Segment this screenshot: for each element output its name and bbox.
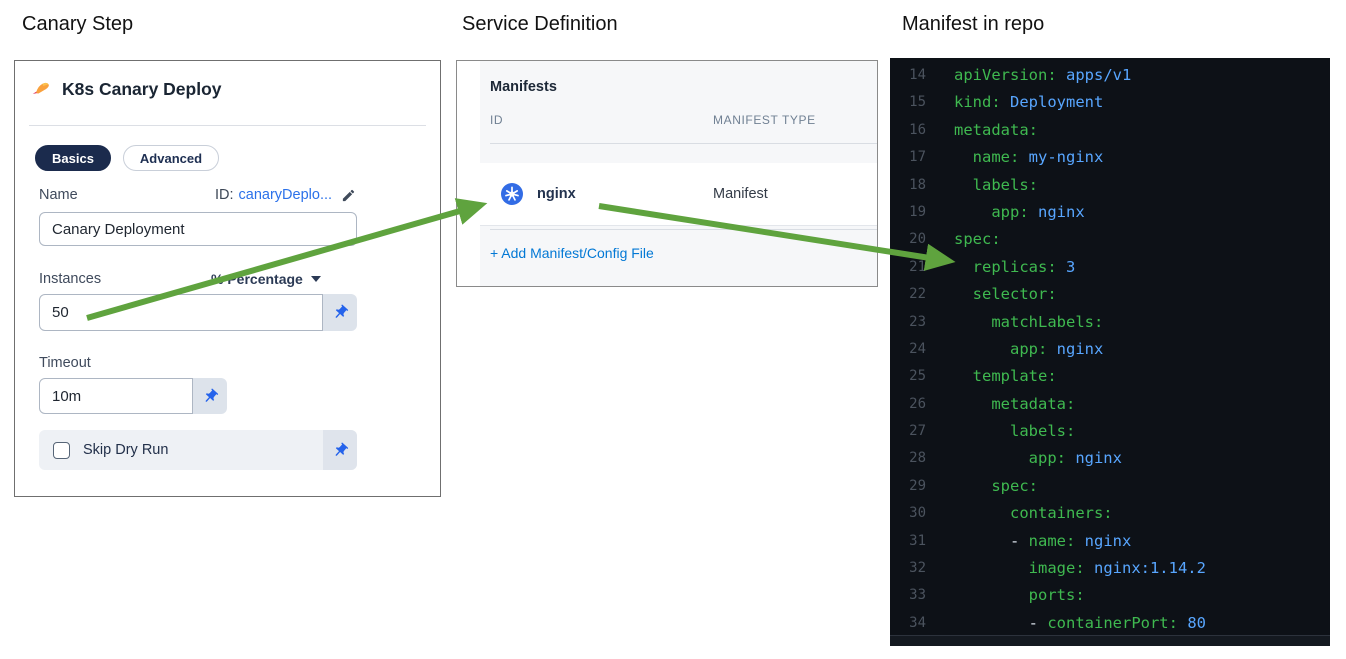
- line-number: 34: [909, 614, 926, 631]
- canary-bird-icon: [31, 79, 52, 100]
- divider: [29, 125, 426, 126]
- line-number: 28: [909, 450, 926, 467]
- line-number: 19: [909, 203, 926, 220]
- edit-id-icon[interactable]: [341, 188, 356, 203]
- code-line: 24 app: nginx: [890, 336, 1330, 363]
- manifests-section-title: Manifests: [490, 79, 557, 95]
- line-number: 18: [909, 176, 926, 193]
- line-number: 31: [909, 532, 926, 549]
- instances-input[interactable]: [39, 294, 323, 331]
- code-line: 32 image: nginx:1.14.2: [890, 555, 1330, 582]
- pin-button[interactable]: [193, 378, 227, 414]
- line-number: 23: [909, 313, 926, 330]
- service-definition-panel: Manifests ID MANIFEST TYPE: [456, 60, 878, 287]
- add-manifest-link[interactable]: + Add Manifest/Config File: [490, 245, 654, 261]
- code-line: 25 template:: [890, 363, 1330, 390]
- skip-dry-run-label: Skip Dry Run: [83, 442, 169, 458]
- code-line: 27 labels:: [890, 418, 1330, 445]
- skip-dry-run-checkbox[interactable]: [53, 441, 70, 459]
- divider: [490, 143, 877, 144]
- code-line: 33 ports:: [890, 582, 1330, 609]
- column-header-manifest-type: MANIFEST TYPE: [713, 113, 816, 127]
- instances-label: Instances: [39, 271, 102, 287]
- instances-row: Instances % Percentage: [39, 271, 416, 287]
- code-line: 21 replicas: 3: [890, 254, 1330, 281]
- column-header-id: ID: [490, 113, 504, 127]
- line-number: 29: [909, 477, 926, 494]
- instances-field: [39, 294, 357, 331]
- service-definition-heading: Service Definition: [462, 13, 618, 35]
- line-number: 25: [909, 368, 926, 385]
- chevron-down-icon: [310, 276, 321, 282]
- manifest-type: Manifest: [713, 186, 768, 202]
- code-line: 17 name: my-nginx: [890, 144, 1330, 171]
- code-line: 19 app: nginx: [890, 199, 1330, 226]
- line-number: 32: [909, 560, 926, 577]
- line-number: 15: [909, 94, 926, 111]
- step-id: ID: canaryDeplo...: [215, 187, 356, 203]
- line-number: 17: [909, 149, 926, 166]
- canary-step-heading: Canary Step: [22, 13, 134, 35]
- code-line: 26 metadata:: [890, 391, 1330, 418]
- line-number: 14: [909, 67, 926, 83]
- line-number: 20: [909, 231, 926, 248]
- name-input[interactable]: [39, 212, 357, 246]
- tab-advanced[interactable]: Advanced: [122, 145, 220, 171]
- line-number: 30: [909, 505, 926, 522]
- tab-basics[interactable]: Basics: [35, 145, 111, 171]
- code-line: 28 app: nginx: [890, 445, 1330, 472]
- skip-dry-run-row: Skip Dry Run: [39, 430, 357, 470]
- line-number: 26: [909, 395, 926, 412]
- line-number: 27: [909, 423, 926, 440]
- step-tabs: Basics Advanced: [35, 145, 220, 171]
- code-line: 29 spec:: [890, 473, 1330, 500]
- manifest-table-row[interactable]: nginx Manifest: [480, 163, 877, 226]
- code-line: 31 - name: nginx: [890, 528, 1330, 555]
- step-id-link[interactable]: canaryDeplo...: [238, 187, 333, 203]
- manifest-id: nginx: [537, 186, 576, 202]
- pin-button[interactable]: [323, 430, 357, 470]
- divider: [490, 229, 877, 230]
- instances-unit-dropdown[interactable]: % Percentage: [211, 271, 321, 287]
- line-number: 24: [909, 340, 926, 357]
- name-label: Name: [39, 187, 78, 203]
- id-prefix: ID:: [215, 187, 234, 203]
- pin-button[interactable]: [323, 294, 357, 331]
- code-line: 18 labels:: [890, 172, 1330, 199]
- timeout-input[interactable]: [39, 378, 193, 414]
- timeout-field: [39, 378, 227, 414]
- line-number: 33: [909, 587, 926, 604]
- kubernetes-icon: [500, 182, 524, 206]
- code-line: 30 containers:: [890, 500, 1330, 527]
- code-line: 23 matchLabels:: [890, 309, 1330, 336]
- line-number: 21: [909, 258, 926, 275]
- manifests-pane: Manifests ID MANIFEST TYPE: [480, 61, 877, 286]
- code-line: 34 - containerPort: 80: [890, 610, 1330, 637]
- code-line: 22 selector:: [890, 281, 1330, 308]
- step-title: K8s Canary Deploy: [62, 79, 222, 99]
- canary-step-panel: K8s Canary Deploy Basics Advanced Name I…: [14, 60, 441, 497]
- line-number: 22: [909, 286, 926, 303]
- timeout-label: Timeout: [39, 355, 91, 371]
- code-bottom-bar: [890, 635, 1330, 646]
- name-row: Name ID: canaryDeplo...: [39, 187, 416, 203]
- step-header: K8s Canary Deploy: [31, 79, 222, 100]
- manifest-in-repo-heading: Manifest in repo: [902, 13, 1045, 35]
- instances-unit-value: % Percentage: [211, 271, 303, 287]
- line-number: 16: [909, 121, 926, 138]
